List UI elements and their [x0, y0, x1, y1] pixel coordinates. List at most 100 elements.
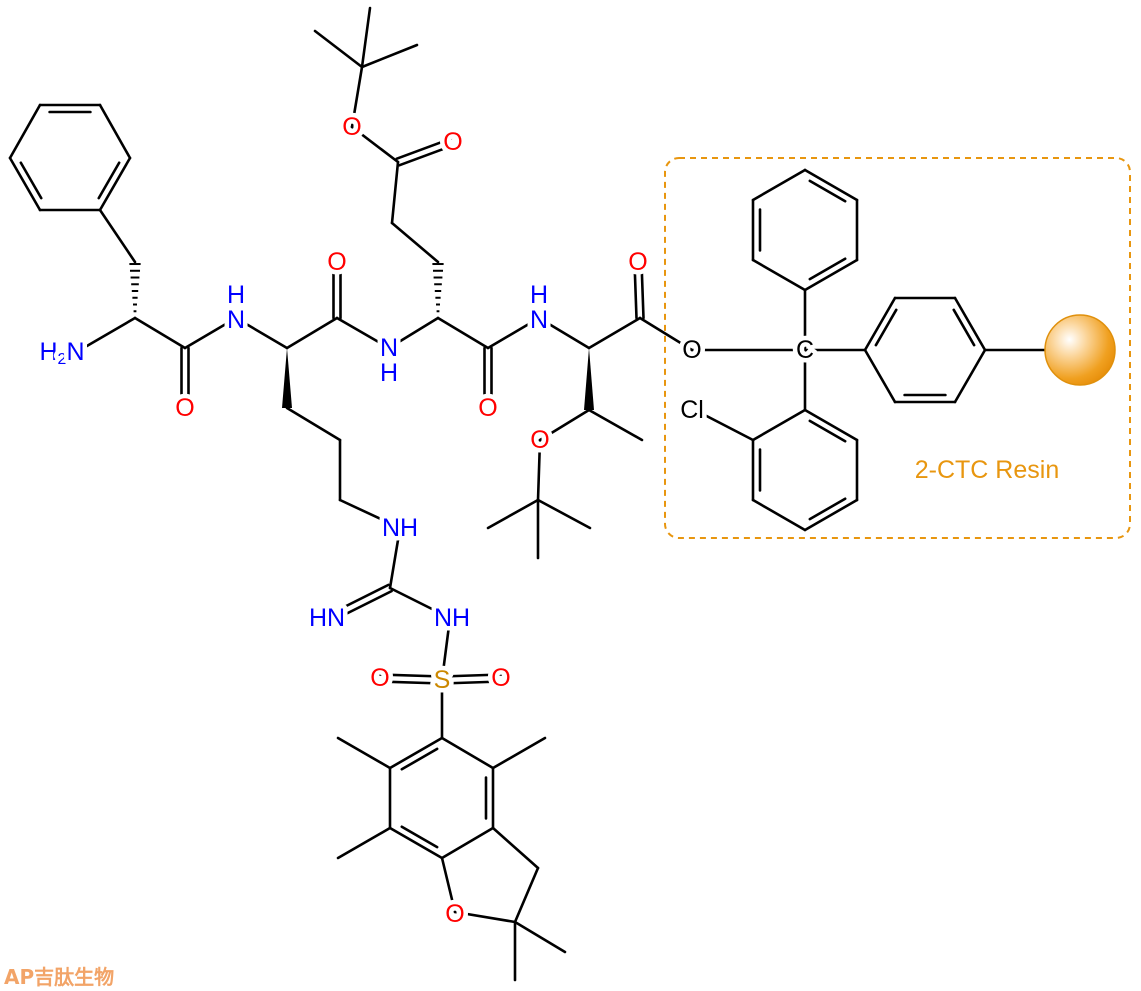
chlorine-label: Cl [680, 396, 704, 424]
bond [19, 161, 43, 200]
bond [285, 316, 339, 350]
bond [587, 316, 642, 350]
hydrogen-label: H [227, 281, 245, 309]
bond [8, 156, 42, 212]
bond [640, 260, 645, 320]
bond [491, 736, 547, 770]
resin-dashed-box [664, 157, 1131, 539]
bond [338, 498, 402, 530]
bond [395, 137, 453, 161]
oxygen-label: O [175, 394, 194, 422]
bond [388, 526, 402, 590]
bond [751, 408, 807, 442]
bond [953, 348, 987, 404]
bond [808, 179, 847, 203]
trityl-carbon-label: C [796, 336, 814, 364]
bond [98, 208, 137, 264]
bond [693, 408, 755, 442]
oxygen-label: O [628, 248, 647, 276]
bond [388, 736, 444, 770]
bond [390, 160, 400, 225]
bond [538, 408, 591, 442]
bond [808, 419, 847, 443]
bond [8, 103, 42, 160]
bond [952, 308, 976, 347]
bond [336, 826, 392, 860]
bond [953, 296, 987, 352]
oxygen-label: O [491, 664, 510, 692]
bond [360, 6, 372, 69]
bond [751, 498, 807, 532]
bond [751, 168, 807, 202]
bond [350, 125, 400, 164]
bond [587, 408, 644, 442]
bond [440, 616, 452, 682]
oxygen-label: O [478, 394, 497, 422]
bond [633, 260, 638, 320]
bond [378, 673, 444, 678]
bond [313, 29, 364, 69]
bond [638, 316, 694, 352]
bond [803, 168, 859, 202]
bond [536, 498, 592, 530]
bond [400, 825, 439, 849]
bond [78, 316, 137, 352]
nitrogen-label: N [380, 334, 398, 362]
nh-label: NH [434, 604, 470, 632]
bond [327, 583, 390, 617]
bond [98, 103, 132, 160]
oxygen-label: O [342, 113, 361, 141]
bond [453, 910, 517, 924]
oxygen-label: O [443, 128, 462, 156]
hydrogen-label: H [380, 359, 398, 387]
bond [751, 258, 807, 292]
bond [513, 866, 540, 924]
bond [803, 408, 859, 442]
bond [436, 316, 490, 350]
sulfur-label: S [434, 666, 451, 694]
bond [803, 498, 859, 532]
furan-oxygen-label: O [445, 900, 464, 928]
resin-bead [1044, 314, 1116, 386]
bond [440, 680, 503, 685]
bond [440, 856, 457, 914]
bond [486, 316, 541, 350]
bonds-layer [8, 6, 1047, 982]
bond [486, 498, 540, 530]
bond [803, 258, 859, 292]
bond [98, 156, 132, 212]
bond [388, 826, 444, 860]
bond [350, 65, 364, 129]
bond [234, 316, 289, 350]
nitrogen-label: N [530, 306, 548, 334]
bond [537, 316, 591, 350]
bond [387, 316, 440, 350]
bond [378, 680, 444, 685]
bond [808, 497, 847, 521]
bond [400, 747, 439, 771]
hn-label: HN [309, 604, 345, 632]
hydrogen-label: H [530, 281, 548, 309]
bond [863, 348, 897, 404]
bond [397, 143, 455, 167]
bond [808, 257, 847, 281]
oxygen-label: O [530, 426, 549, 454]
oxygen-label: O [370, 664, 389, 692]
bond [133, 316, 187, 350]
bond [330, 589, 393, 623]
bond [440, 736, 495, 770]
watermark-logo: AP吉肽生物 [4, 965, 114, 989]
wedge-bond [584, 348, 594, 410]
oxygen-label: O [327, 248, 346, 276]
nitrogen-label: N [227, 306, 245, 334]
bond [285, 406, 342, 442]
bond [97, 161, 121, 200]
wedge-bond [282, 348, 292, 408]
amine-label: H2N [39, 338, 84, 368]
bond [183, 316, 238, 350]
nh-label: NH [382, 514, 418, 542]
bond [360, 43, 419, 69]
ester-oxygen-label: O [682, 336, 701, 364]
